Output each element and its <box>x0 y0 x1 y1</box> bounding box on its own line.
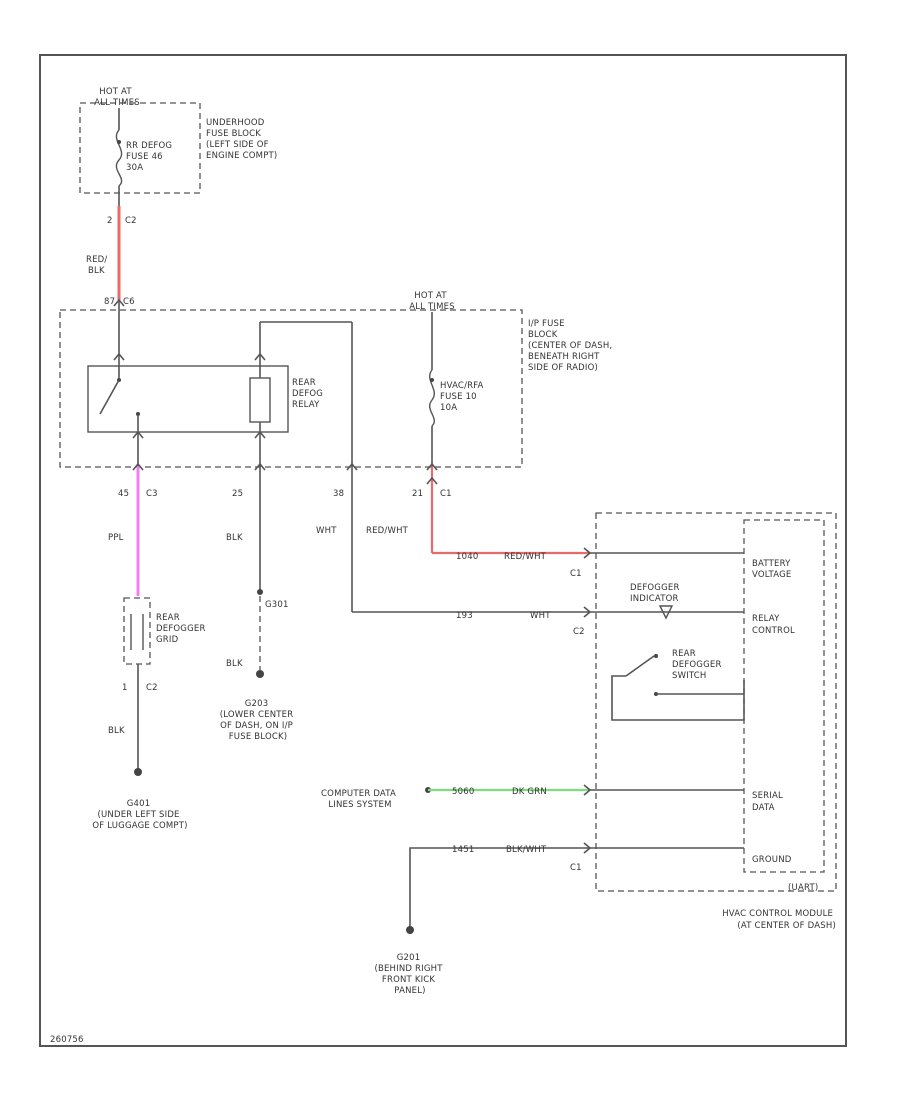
pin-87-label: 87 <box>104 297 115 307</box>
connector-c1-batt-label: C1 <box>570 569 582 579</box>
relay-control-label: RELAY CONTROL <box>752 614 795 636</box>
hvac-control-module-box <box>595 512 837 892</box>
blk-wht-ground-wire <box>409 847 588 930</box>
g401-ground-dot <box>134 768 142 776</box>
circuit-193-label: 193 <box>456 611 473 621</box>
connector-c1-label: C1 <box>440 489 452 499</box>
wht-wire-label: WHT <box>316 526 337 536</box>
s301-splice-dot <box>257 589 263 595</box>
battery-voltage-label: BATTERY VOLTAGE <box>752 559 793 580</box>
connector-markers <box>113 298 592 854</box>
red-wht-wire-right-label: RED/WHT <box>504 552 547 562</box>
ground-terminal-label: GROUND <box>752 855 792 865</box>
computer-data-lines-label: COMPUTER DATA LINES SYSTEM <box>321 789 399 810</box>
rear-defogger-grid-box <box>123 597 151 665</box>
pin-2-label: 2 <box>107 216 113 226</box>
s301-splice-label: G301 <box>265 600 289 610</box>
underhood-fuse-block-box <box>79 102 201 194</box>
defogger-indicator-label: DEFOGGER INDICATOR <box>630 583 682 604</box>
uart-box <box>743 519 825 873</box>
blk-wire-lower-label: BLK <box>226 659 243 669</box>
connector-c1-ground-label: C1 <box>570 863 582 873</box>
ppl-wire-label: PPL <box>108 533 124 543</box>
hot-at-all-times-ip: HOT AT ALL TIMES <box>409 291 455 312</box>
defogger-indicator-led <box>658 605 674 620</box>
pin-21-label: 21 <box>412 489 423 499</box>
relay-contact-switch <box>99 379 120 415</box>
rear-defogger-grid-label: REAR DEFOGGER GRID <box>156 613 208 645</box>
rear-defogger-switch <box>625 655 655 677</box>
hvac-rfa-fuse-symbol <box>429 369 435 427</box>
rr-defog-fuse-symbol <box>115 129 123 187</box>
ip-fuse-block-box <box>59 309 523 468</box>
red-wht-wire-label: RED/WHT <box>366 526 409 536</box>
g201-ground-dot <box>406 926 414 934</box>
g203-ground-dot <box>256 670 264 678</box>
hvac-control-module-label: HVAC CONTROL MODULE (AT CENTER OF DASH) <box>722 909 836 931</box>
g201-ground-label: G201 (BEHIND RIGHT FRONT KICK PANEL) <box>374 953 445 996</box>
dk-grn-wire-label: DK GRN <box>512 787 547 797</box>
g203-ground-label: G203 (LOWER CENTER OF DASH, ON I/P FUSE … <box>220 699 296 742</box>
rear-defogger-switch-label: REAR DEFOGGER SWITCH <box>672 649 724 681</box>
blk-wht-wire-label: BLK/WHT <box>506 845 547 855</box>
serial-data-label: SERIAL DATA <box>752 791 786 813</box>
pin-25-label: 25 <box>232 489 243 499</box>
red-blk-wire-label: RED/ BLK <box>86 255 110 276</box>
connector-c2-label: C2 <box>125 216 137 226</box>
hot-at-all-times-top: HOT AT ALL TIMES <box>94 87 140 108</box>
blk-wire-grid-label: BLK <box>108 726 125 736</box>
relay-coil <box>249 377 271 423</box>
circuit-5060-label: 5060 <box>452 787 474 797</box>
rear-defogger-grid-element <box>130 614 144 650</box>
rr-defog-fuse-label: RR DEFOG FUSE 46 30A <box>126 141 175 173</box>
connector-c3-label: C3 <box>146 489 158 499</box>
pin-38-label: 38 <box>333 489 344 499</box>
pin-45-label: 45 <box>118 489 129 499</box>
uart-label: (UART) <box>788 883 818 893</box>
underhood-fuse-block-label: UNDERHOOD FUSE BLOCK (LEFT SIDE OF ENGIN… <box>206 118 277 161</box>
switch-loop-wire <box>611 675 745 721</box>
rear-defog-relay-box <box>87 365 289 433</box>
g401-ground-label: G401 (UNDER LEFT SIDE OF LUGGAGE COMPT) <box>92 799 187 831</box>
diagram-frame <box>39 54 847 1047</box>
connector-c2-grid-label: C2 <box>146 683 158 693</box>
circuit-1040-label: 1040 <box>456 552 478 562</box>
figure-id: 260756 <box>50 1035 84 1045</box>
hvac-rfa-fuse-label: HVAC/RFA FUSE 10 10A <box>440 381 486 413</box>
pin-1-label: 1 <box>122 683 128 693</box>
blk-wire-label: BLK <box>226 533 243 543</box>
wht-wire-right-label: WHT <box>530 611 551 621</box>
connector-c2-module-label: C2 <box>573 627 585 637</box>
ip-fuse-block-label: I/P FUSE BLOCK (CENTER OF DASH, BENEATH … <box>528 319 615 373</box>
rear-defog-relay-label: REAR DEFOG RELAY <box>292 378 326 410</box>
connector-c6-label: C6 <box>123 297 135 307</box>
circuit-1451-label: 1451 <box>452 845 474 855</box>
